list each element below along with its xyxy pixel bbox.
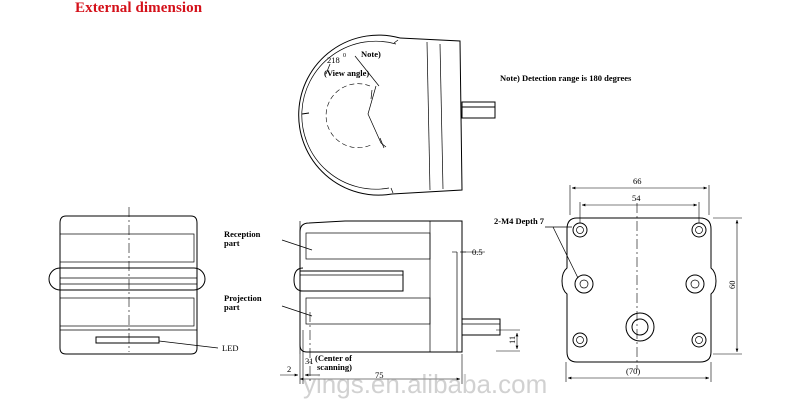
top-view-outer-arc — [298, 34, 401, 196]
led-label: LED — [222, 343, 239, 353]
top-view — [298, 34, 496, 196]
view-angle-note: Note) — [361, 49, 381, 59]
view-angle-unit: 0 — [343, 53, 346, 59]
bottom-view — [545, 185, 742, 382]
view-angle-label: (View angle) — [324, 68, 369, 78]
led-indicator — [95, 336, 160, 344]
center-label-1: (Center of — [315, 353, 352, 363]
center-label-2: scanning) — [317, 362, 352, 372]
page-title: External dimension — [75, 0, 203, 16]
detection-range-note: Note) Detection range is 180 degrees — [500, 73, 632, 83]
dim-gap: 0.5 — [472, 247, 483, 257]
dim-60: 60 — [727, 281, 737, 290]
side-view — [280, 220, 520, 384]
front-view — [48, 207, 219, 355]
dim-70: (70) — [626, 366, 640, 376]
projection-label-2: part — [224, 302, 240, 312]
watermark: yings.en.alibaba.com — [303, 369, 547, 399]
projection-label-1: Projection — [224, 293, 262, 303]
view-angle-value: 218 — [327, 55, 340, 65]
detection-arc — [325, 83, 374, 148]
dim-75: 75 — [375, 370, 384, 380]
dim-54: 54 — [632, 193, 641, 203]
top-view-inner-arc — [301, 40, 397, 190]
reception-label-1: Reception — [224, 229, 261, 239]
dim-31: 31 — [305, 356, 314, 366]
hole-spec-label: 2-M4 Depth 7 — [494, 216, 545, 226]
dim-11: 11 — [507, 336, 517, 344]
dim-66: 66 — [633, 176, 642, 186]
reception-label-2: part — [224, 238, 240, 248]
dim-2: 2 — [287, 364, 291, 374]
